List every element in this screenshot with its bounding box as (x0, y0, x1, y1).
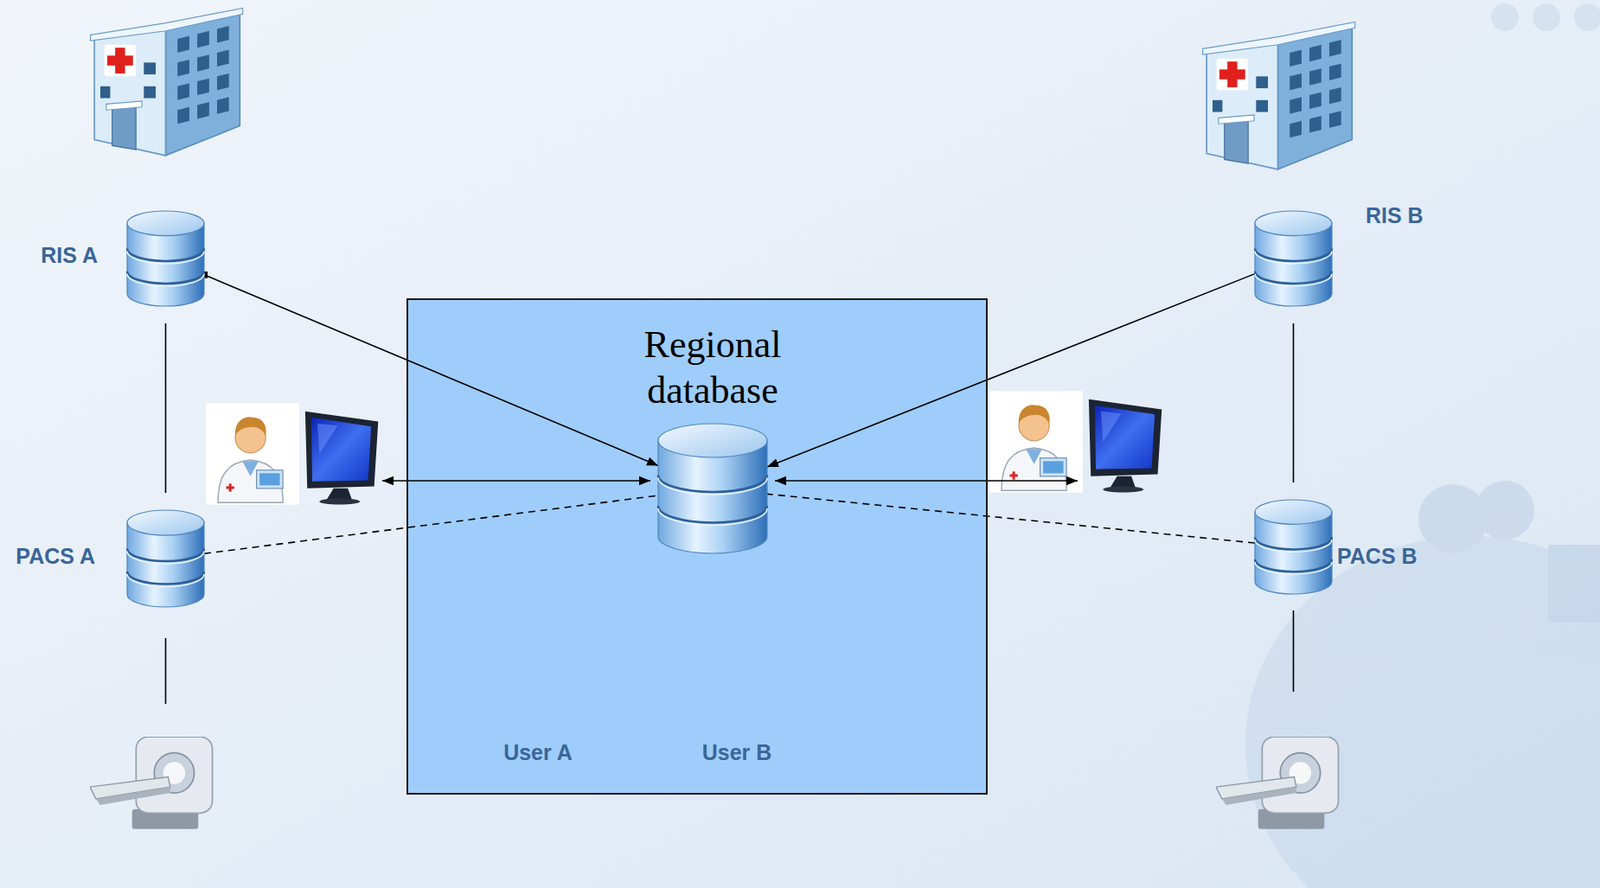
pacs-database: PACS A (127, 510, 205, 608)
ct-scanner-icon (89, 736, 213, 830)
node-label: User A (503, 739, 573, 766)
scanner-link-line (1292, 610, 1295, 692)
image-link-dashed (767, 493, 1255, 544)
database-cylinder (658, 423, 768, 554)
pacs-database: PACS B (1254, 499, 1332, 595)
ct-scanner-icon (1216, 736, 1339, 830)
node-label: RIS A (40, 242, 98, 269)
hospital-icon (90, 7, 244, 155)
node-label: RIS B (1365, 202, 1424, 229)
ris-pacs-line (165, 323, 167, 493)
feed-arrow (767, 274, 1255, 468)
user-access-arrow (382, 480, 651, 482)
node-label: PACS B (1337, 543, 1418, 570)
node-label: PACS A (15, 543, 96, 570)
database-cylinder (127, 211, 205, 307)
feed-arrow (204, 275, 659, 467)
database-cylinder (1254, 211, 1332, 307)
image-link-dashed (204, 495, 659, 554)
database-cylinder (127, 510, 205, 608)
ris-database: RIS A (127, 211, 205, 307)
scanner-link-line (165, 638, 167, 704)
hospital-icon (1203, 21, 1356, 169)
regional-region: User A User B Regional database (406, 298, 988, 795)
user-workstation-icon (205, 403, 378, 505)
regional-database: Regional database (658, 423, 768, 554)
ris-pacs-line (1292, 323, 1295, 483)
database-cylinder (1254, 499, 1332, 595)
ris-database: RIS B (1254, 211, 1332, 307)
user-workstation-icon (989, 390, 1162, 493)
node-label: User B (702, 739, 773, 766)
user-access-arrow (774, 480, 1078, 482)
corner-dots (1491, 3, 1600, 32)
region-fill (406, 298, 988, 795)
database-heading: Regional database (644, 321, 782, 414)
